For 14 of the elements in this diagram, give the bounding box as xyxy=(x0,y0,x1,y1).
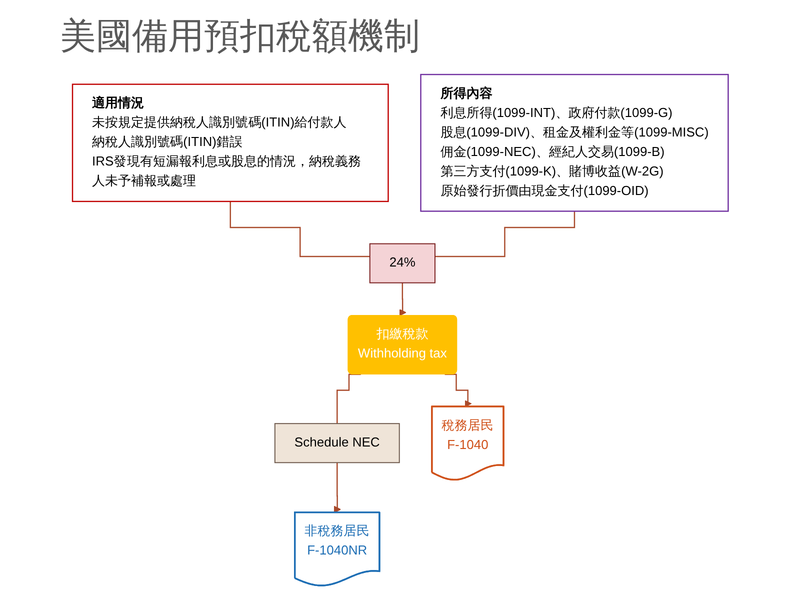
connector-line xyxy=(434,210,575,258)
document-node: 非稅務居民 F-1040NR xyxy=(294,511,380,586)
arrow xyxy=(398,282,406,316)
connector-line xyxy=(229,200,370,258)
title: 美國備用預扣稅額機制 xyxy=(60,14,420,58)
connector-line xyxy=(336,374,360,424)
arrow xyxy=(334,462,341,513)
schedule-box: Schedule NEC xyxy=(274,423,400,464)
document-node: 稅務居民 F-1040 xyxy=(430,406,504,481)
condition-box: 適用情況 未按規定提供納稅人識別號碼(ITIN)給付款人 納稅人識別號碼(ITIN)錯誤 IRS發現有短漏報利息或股息的情況，納稅義務人未予補報或處理 xyxy=(72,84,388,202)
process-box: 扣繳稅款 Withholding tax xyxy=(347,314,457,374)
arrow xyxy=(444,374,472,408)
rate-box: 24% xyxy=(369,243,436,284)
income-list-box: 所得內容 利息所得(1099-INT)、政府付款(1099-G) 股息(1099-DIV)、租金及權利金等(1099-MISC) 佣金(1099-NEC)、經紀人交易(1099-B) 第三方支付(1099-K)、賭博收益(W-2G) 原始發行折價由現金支付(1099-OID) xyxy=(420,74,728,212)
